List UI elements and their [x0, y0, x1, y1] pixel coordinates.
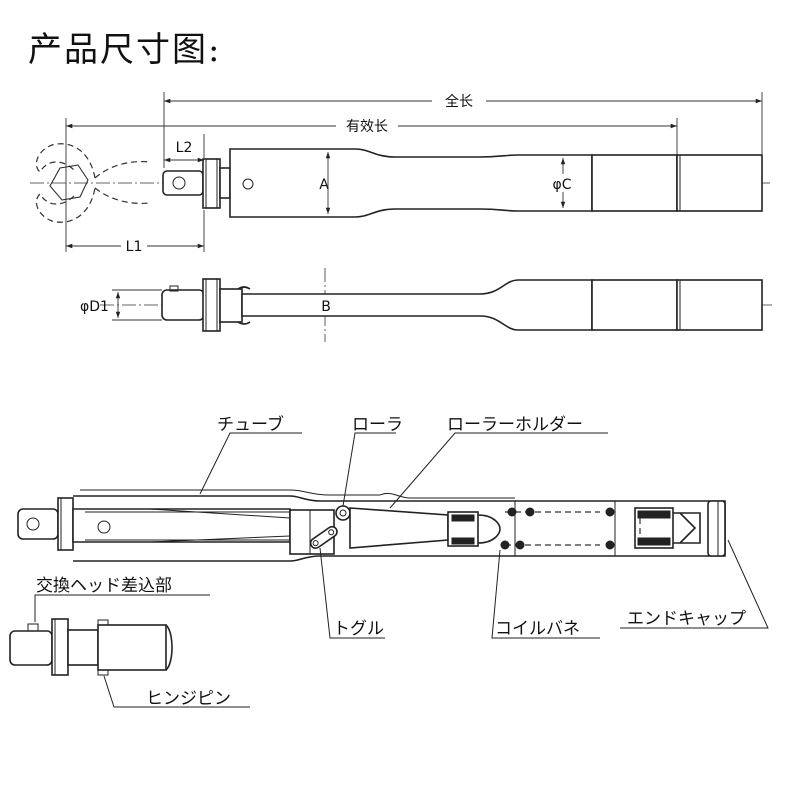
l1-bg: [121, 236, 147, 254]
cut-tube-top-contour: [289, 489, 515, 499]
neck: [219, 167, 231, 199]
leader-hinge-pin: [103, 675, 250, 708]
cut-lever-pin: [97, 520, 111, 534]
side-shaft: [241, 279, 593, 331]
b-bg: [318, 297, 334, 315]
a-label: A: [319, 177, 329, 193]
toggle-link: [309, 525, 338, 549]
end-grip: [676, 154, 763, 212]
cutaway-view: [17, 432, 769, 639]
side-drive: [161, 289, 205, 321]
leader-spring: [491, 549, 600, 639]
detail-break: [165, 624, 173, 671]
drive-hole: [172, 176, 186, 190]
side-view: φD1 B: [80, 268, 772, 342]
leader-roller: [342, 432, 396, 507]
overall-length-bg: [432, 90, 486, 110]
hex-bolt: [49, 164, 89, 201]
detail-neck: [67, 629, 99, 666]
handle: [591, 154, 678, 212]
square-drive: [162, 170, 204, 196]
leader-tube: [199, 432, 302, 495]
coil-spring: [500, 507, 615, 550]
holder-cap: [477, 514, 501, 544]
leader-holder: [389, 432, 608, 509]
end-plug: [673, 512, 701, 544]
label-coil-spring: コイルバネ: [495, 619, 580, 639]
drive-ball: [169, 285, 179, 292]
cut-flange: [57, 497, 74, 551]
side-neck: [219, 288, 243, 323]
hinge-pin-bottom: [97, 669, 109, 676]
roller-holder: [349, 507, 449, 549]
detail-shaft: [97, 624, 167, 671]
side-handle: [591, 279, 678, 331]
phi-c-bg: [549, 174, 577, 192]
label-head-insert: 交換ヘッド差込部: [36, 576, 172, 596]
cut-drive-hole: [26, 517, 40, 531]
roller-axle: [339, 509, 347, 517]
label-roller: ローラ: [352, 415, 403, 435]
side-end-grip: [676, 279, 763, 331]
label-hinge-pin: ヒンジピン: [146, 689, 231, 709]
detail-drive: [9, 630, 53, 666]
leader-endcap: [620, 539, 769, 629]
label-tube: チューブ: [217, 414, 284, 435]
label-roller-holder: ローラーホルダー: [447, 415, 583, 435]
cut-drive: [17, 508, 59, 540]
l2-label: L2: [176, 140, 193, 156]
overall-length-label: 全长: [445, 93, 473, 110]
label-toggle: トグル: [333, 619, 384, 639]
holder-cup-top: [451, 514, 475, 522]
phi-d1-label: φD1: [80, 299, 109, 315]
head-insert-detail: [9, 594, 250, 708]
body-pin: [242, 178, 254, 190]
page-title: 产品尺寸图:: [28, 30, 222, 70]
main-tube: [229, 148, 593, 218]
leader-head-insert: [34, 594, 210, 622]
l1-label: L1: [126, 239, 143, 255]
side-hinge-bumps: [237, 286, 251, 325]
label-end-cap: エンドキャップ: [627, 609, 746, 629]
leader-toggle: [319, 547, 385, 639]
phi-c-label: φC: [552, 177, 571, 193]
roller: [335, 505, 351, 521]
end-cap: [707, 500, 726, 557]
adjuster-top: [637, 510, 671, 519]
b-label: B: [321, 299, 331, 315]
cut-lever-taper: [149, 508, 291, 543]
detail-flange: [51, 618, 69, 676]
top-view: 全长 有效长 L2 L1 A φC: [30, 90, 772, 255]
effective-length-bg: [336, 115, 398, 135]
hinge-pin-top: [97, 619, 109, 626]
holder-cup-bottom: [451, 537, 475, 545]
detail-drive-ball: [27, 623, 39, 632]
adjuster-bottom: [637, 537, 671, 546]
effective-length-label: 有效长: [346, 119, 388, 135]
